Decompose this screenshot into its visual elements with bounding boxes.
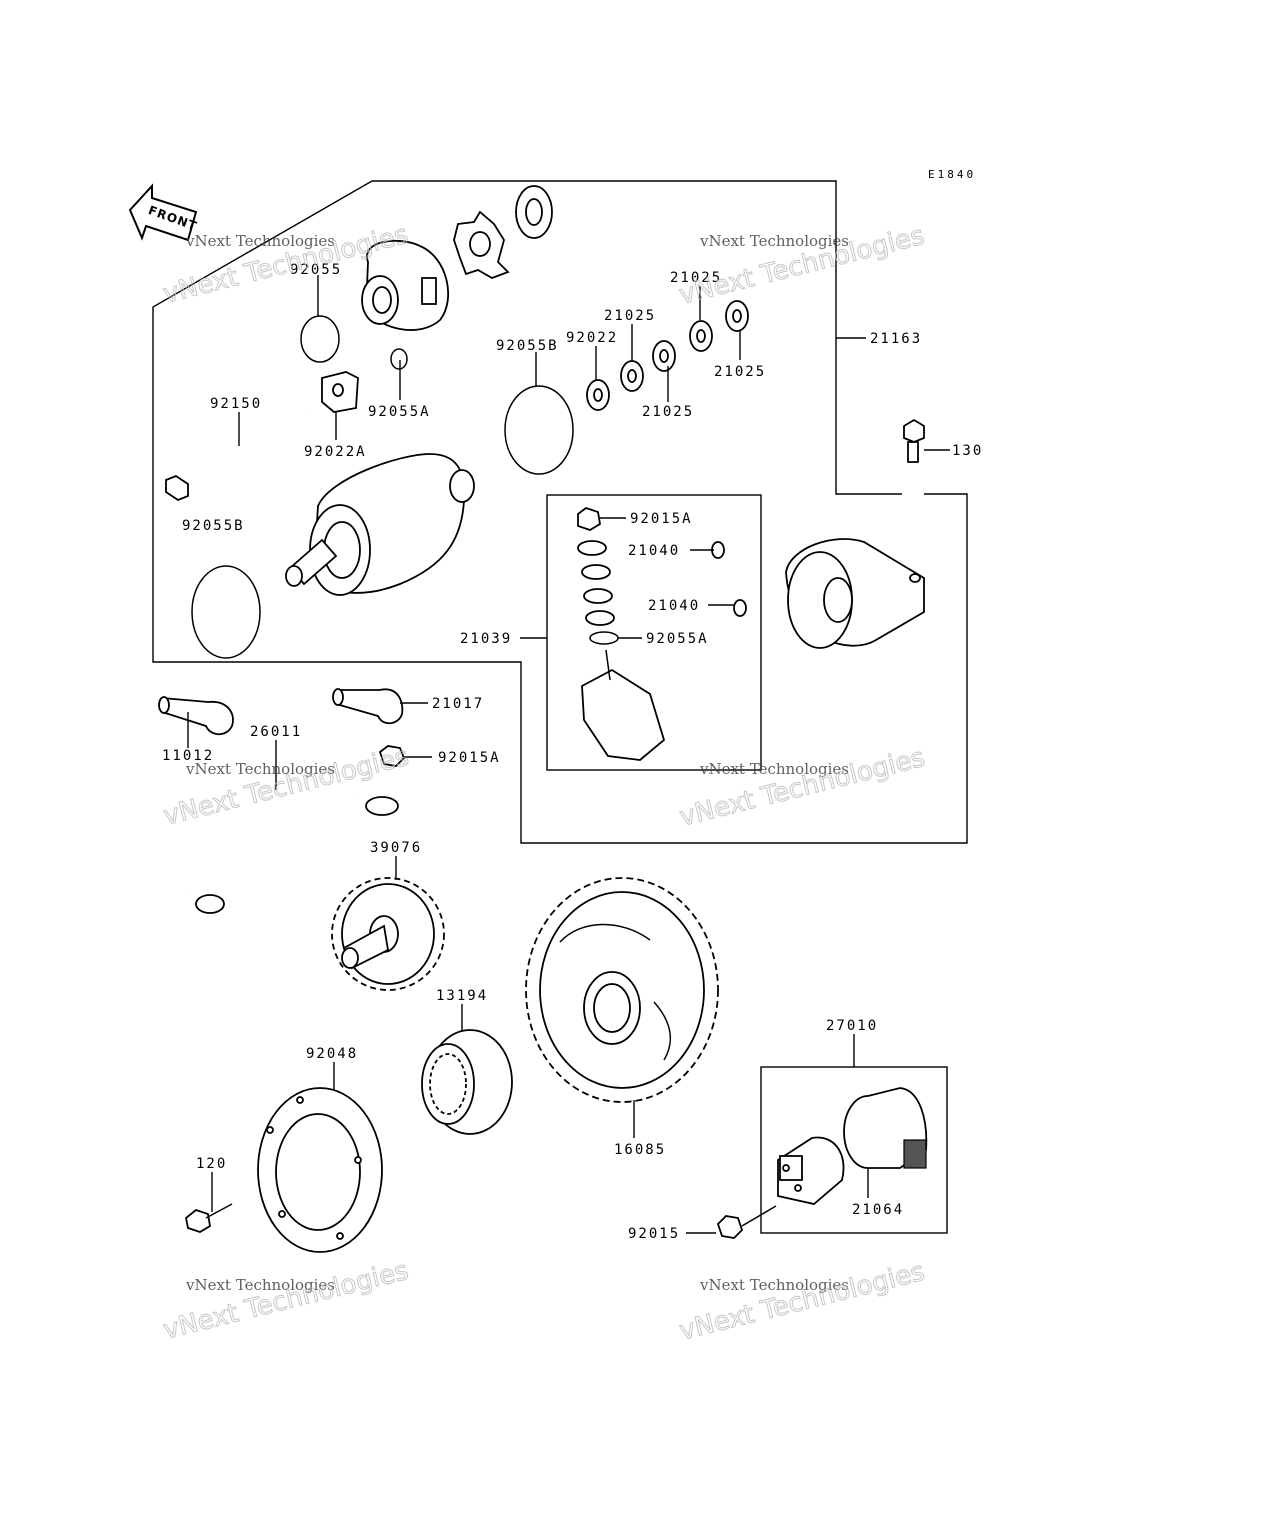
label-16085: 16085 xyxy=(614,1142,666,1158)
label-39076: 39076 xyxy=(370,840,422,856)
nut-92015 xyxy=(716,1215,744,1239)
svg-text:vNext Technologies: vNext Technologies xyxy=(699,1276,849,1294)
label-21025-d: 21025 xyxy=(714,364,766,380)
label-92150: 92150 xyxy=(210,396,262,412)
label-130: 130 xyxy=(952,443,983,459)
svg-text:vNext Technologies: vNext Technologies xyxy=(160,1256,411,1346)
idler-gear-39076 xyxy=(331,877,445,991)
label-92022: 92022 xyxy=(566,330,618,346)
label-92055: 92055 xyxy=(290,262,342,278)
starter-assembly-outline xyxy=(372,180,902,495)
label-21017: 21017 xyxy=(432,696,484,712)
brush-holder-box xyxy=(546,494,762,771)
diagram-reference: E1840 xyxy=(928,168,976,181)
label-92022a: 92022A xyxy=(304,444,367,460)
label-92055b-left: 92055B xyxy=(182,518,245,534)
label-21025-a: 21025 xyxy=(604,308,656,324)
label-92055a-top: 92055A xyxy=(368,404,431,420)
through-bolt-92150 xyxy=(165,408,311,502)
washer-stack xyxy=(586,300,749,411)
starter-assembly-outline-lower xyxy=(152,180,968,844)
starter-clutch-gear-16085 xyxy=(525,877,719,1103)
bolt-130 xyxy=(903,418,925,463)
label-92048: 92048 xyxy=(306,1046,358,1062)
svg-text:vNext Technologies: vNext Technologies xyxy=(677,743,928,833)
svg-text:vNext Technologies: vNext Technologies xyxy=(699,232,849,250)
label-21064: 21064 xyxy=(852,1202,904,1218)
svg-text:vNext Technologies: vNext Technologies xyxy=(699,760,849,778)
label-11012: 11012 xyxy=(162,748,214,764)
label-92015: 92015 xyxy=(628,1226,680,1242)
label-92055b-right: 92055B xyxy=(496,338,559,354)
label-26011: 26011 xyxy=(250,724,302,740)
svg-text:vNext Technologies: vNext Technologies xyxy=(677,1257,928,1347)
label-21025-c: 21025 xyxy=(670,270,722,286)
starter-relay-27010 xyxy=(741,1136,845,1227)
brush-holder-parts xyxy=(577,506,747,761)
label-13194: 13194 xyxy=(436,988,488,1004)
o-ring-92055b-right xyxy=(504,385,574,475)
flange-92048 xyxy=(257,1087,383,1253)
label-92015a-bottom: 92015A xyxy=(438,750,501,766)
relay-cover-21064 xyxy=(843,1087,928,1169)
label-21025-b: 21025 xyxy=(642,404,694,420)
o-ring-92055 xyxy=(300,315,340,363)
label-21039: 21039 xyxy=(460,631,512,647)
bolt-120 xyxy=(185,1203,233,1233)
label-92055a-mid: 92055A xyxy=(646,631,709,647)
front-bracket xyxy=(361,239,449,331)
terminal-covers xyxy=(158,688,404,736)
label-21163: 21163 xyxy=(870,331,922,347)
svg-text:vNext Technologies: vNext Technologies xyxy=(185,232,335,250)
label-27010: 27010 xyxy=(826,1018,878,1034)
o-ring-92055a xyxy=(390,348,408,370)
svg-text:vNext Technologies: vNext Technologies xyxy=(185,1276,335,1294)
leader-lines xyxy=(187,275,950,1234)
rear-cover xyxy=(785,538,925,649)
starter-cable-26011 xyxy=(144,788,399,914)
label-21040-b: 21040 xyxy=(648,598,700,614)
nut-92015a xyxy=(378,745,406,767)
starter-motor-body xyxy=(285,453,475,596)
label-92015a-top: 92015A xyxy=(630,511,693,527)
label-120: 120 xyxy=(196,1156,227,1172)
label-21040-a: 21040 xyxy=(628,543,680,559)
o-ring-92055b-left xyxy=(191,565,261,659)
svg-text:vNext Technologies: vNext Technologies xyxy=(185,760,335,778)
one-way-clutch-13194 xyxy=(421,1029,513,1135)
